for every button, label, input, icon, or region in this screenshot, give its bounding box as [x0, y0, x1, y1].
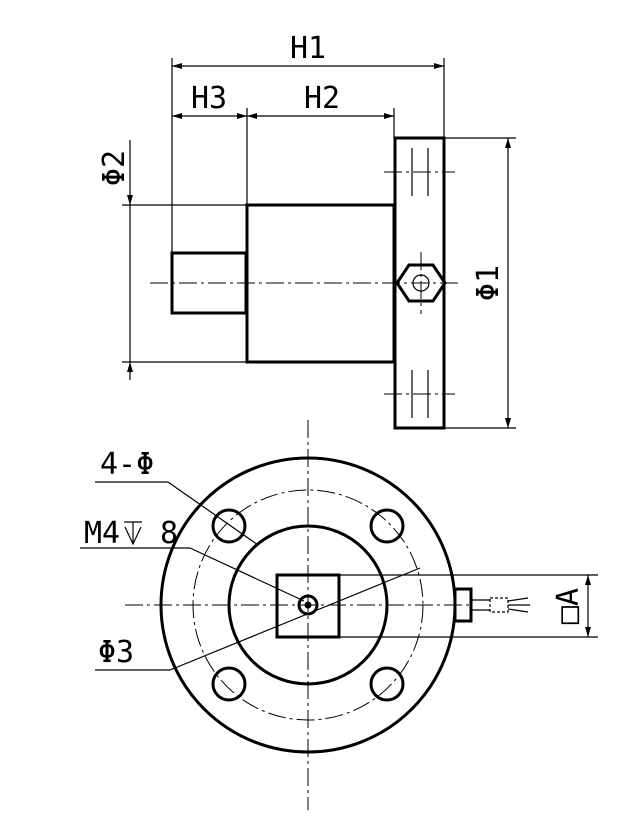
holes-label: 4-Φ [100, 447, 154, 482]
mount-hole-bottom-right [369, 666, 405, 702]
cable-wire [507, 608, 529, 613]
hex-nut-icon [395, 263, 447, 303]
h2-label: H2 [304, 81, 340, 116]
thread-label: M4 [84, 516, 120, 551]
phi3-leader [169, 567, 421, 671]
h3-label: H3 [191, 81, 227, 116]
body-circle [227, 524, 389, 686]
square-label: □A [551, 588, 586, 624]
bolt-circle [192, 489, 424, 721]
depth-symbol-icon [124, 521, 142, 546]
cable-sheath [489, 597, 509, 613]
mount-hole-bottom-left [211, 666, 247, 702]
top-view: □A 4-Φ M4 8 Φ3 [80, 420, 598, 810]
phi2-label: Φ2 [97, 150, 132, 186]
thread-depth-label: 8 [160, 516, 178, 551]
cable-wire [507, 597, 529, 602]
cable-gland [453, 587, 473, 623]
holes-leader [167, 481, 259, 546]
phi1-label: Φ1 [471, 265, 506, 301]
mount-hole-top-left [211, 508, 247, 544]
mount-hole-top-right [369, 508, 405, 544]
phi3-label: Φ3 [98, 635, 134, 670]
h1-label: H1 [290, 31, 326, 66]
thread-leader [189, 547, 305, 602]
side-view: H1 H3 H2 Φ2 Φ1 [97, 31, 516, 430]
thread-hole-inner [304, 601, 312, 609]
square-boss [275, 573, 341, 639]
